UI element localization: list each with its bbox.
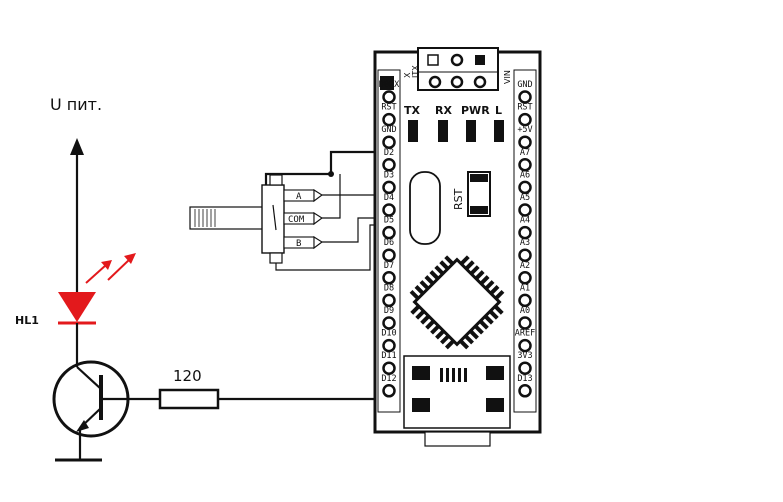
left-pin-0 xyxy=(382,90,396,104)
left-pin-label: D9 xyxy=(384,306,394,316)
resistor-label: 120 xyxy=(173,367,202,385)
led-hl1 xyxy=(58,292,96,345)
left-pin-label: D11 xyxy=(381,351,396,361)
right-pin-5 xyxy=(518,203,532,217)
right-pin-label: A7 xyxy=(520,148,530,158)
left-pin-label: RST xyxy=(381,103,396,113)
left-pin-label: D5 xyxy=(384,216,394,226)
encoder-wires xyxy=(264,150,384,271)
right-pin-label: 3V3 xyxy=(517,351,532,361)
supply-arrow xyxy=(70,138,84,292)
left-pin-label: D10 xyxy=(381,329,396,339)
indicator-rx: RX xyxy=(435,104,452,117)
left-pin-label: D7 xyxy=(384,261,394,271)
left-pin-6 xyxy=(382,225,396,240)
indicator-tx: TX xyxy=(404,104,421,117)
transistor xyxy=(52,345,160,462)
left-pin-label: D4 xyxy=(384,193,394,203)
left-pin-4 xyxy=(382,180,396,195)
left-pin-label: D6 xyxy=(384,238,394,248)
right-pin-label: GND xyxy=(517,80,532,90)
left-pin-10 xyxy=(382,316,396,330)
right-pin-7 xyxy=(518,248,532,262)
left-pin-9 xyxy=(382,293,396,308)
left-pin-label: D3 xyxy=(384,170,394,180)
supply-label: U пит. xyxy=(50,95,102,114)
right-pin-12 xyxy=(518,361,532,375)
right-pin-label: +5V xyxy=(517,125,532,135)
left-pin-label: D0RX xyxy=(379,80,400,90)
header-left2-label: ITX xyxy=(411,65,420,78)
right-pin-label: A4 xyxy=(520,216,530,226)
right-pin-3 xyxy=(518,158,532,172)
encoder-pin-a: A xyxy=(296,192,302,202)
left-pin-5 xyxy=(382,203,396,217)
right-pin-4 xyxy=(518,180,532,195)
right-pin-label: D13 xyxy=(517,374,532,384)
right-pin-label: A0 xyxy=(520,306,530,316)
right-pin-label: A3 xyxy=(520,238,530,248)
right-pin-13 xyxy=(518,384,532,398)
rst-button-label: RST xyxy=(452,188,465,210)
encoder xyxy=(189,174,323,264)
right-pin-label: A5 xyxy=(520,193,530,203)
left-pin-label: D12 xyxy=(381,374,396,384)
right-pin-0 xyxy=(518,90,532,104)
light-arrows xyxy=(85,253,136,284)
right-pin-10 xyxy=(518,316,532,330)
left-pin-2 xyxy=(382,135,396,149)
header-left-label: X xyxy=(403,72,412,78)
right-pin-2 xyxy=(518,135,532,149)
left-pin-3 xyxy=(382,158,396,172)
left-pin-label: D2 xyxy=(384,148,394,158)
left-pin-label: D8 xyxy=(384,283,394,293)
right-pin-1 xyxy=(518,112,532,127)
left-pin-12 xyxy=(382,361,396,375)
right-pin-8 xyxy=(518,271,532,285)
left-pin-11 xyxy=(382,338,396,353)
right-pin-6 xyxy=(518,225,532,240)
header-right-label: VIN xyxy=(503,70,512,84)
left-pin-label: GND xyxy=(381,125,396,135)
encoder-pin-com: COM xyxy=(288,215,305,225)
right-pin-label: A1 xyxy=(520,283,530,293)
left-pin-1 xyxy=(382,112,396,127)
indicator-pwr: PWR xyxy=(461,104,490,117)
indicator-l: L xyxy=(495,104,502,117)
right-pin-9 xyxy=(518,293,532,308)
encoder-pin-b: B xyxy=(296,239,301,249)
left-pin-7 xyxy=(382,248,396,262)
right-pin-11 xyxy=(518,338,532,353)
left-pin-8 xyxy=(382,271,396,285)
right-pin-label: RST xyxy=(517,103,532,113)
led-label: HL1 xyxy=(15,314,39,327)
left-pin-13 xyxy=(382,384,396,398)
resistor xyxy=(158,388,384,410)
right-pin-label: A2 xyxy=(520,261,530,271)
right-pin-label: AREF xyxy=(515,329,535,339)
right-pin-label: A6 xyxy=(520,170,530,180)
arduino-nano-board xyxy=(373,47,542,447)
